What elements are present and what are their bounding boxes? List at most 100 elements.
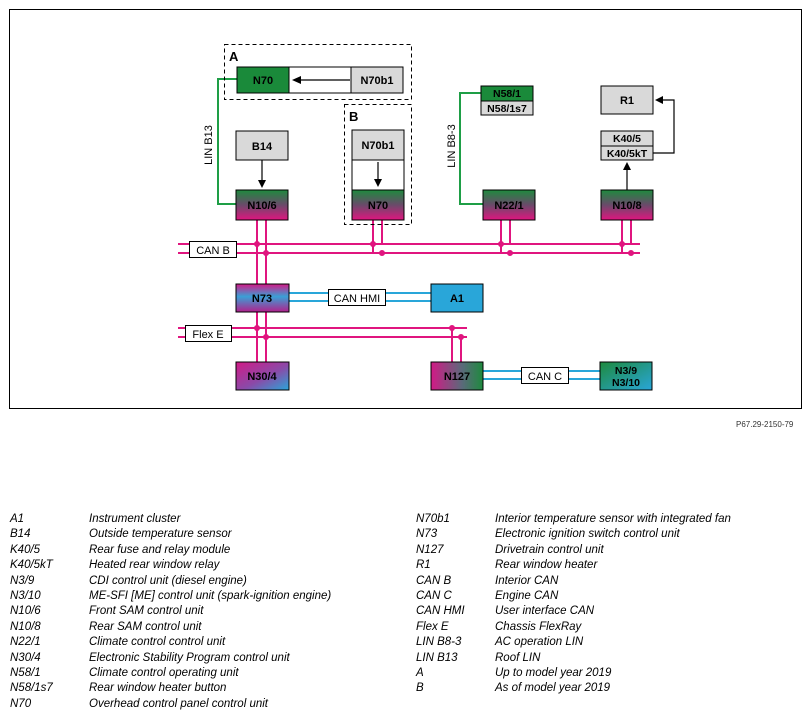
legend-row: N73 Electronic ignition switch control un… (416, 528, 731, 543)
n73-module (235, 283, 290, 313)
can-b-bus (178, 243, 640, 254)
k40-to-r1-arrowhead (655, 96, 663, 104)
legend-description: AC operation LIN (495, 636, 584, 649)
legend-code: K40/5kT (10, 559, 53, 572)
legend-row: CAN C Engine CAN (416, 590, 731, 605)
n73-label: N73 (252, 293, 272, 305)
n70-a-label: N70 (253, 75, 273, 87)
legend-right: N70b1 Interior temperature sensor with in… (416, 513, 731, 698)
n70b1-a-module (350, 66, 404, 94)
legend-description: Drivetrain control unit (495, 543, 604, 556)
n70-a-module (236, 66, 290, 94)
section-a-frame (224, 44, 412, 100)
legend-description: Rear SAM control unit (89, 620, 202, 633)
legend-code: N70b1 (416, 513, 450, 525)
legend-description: Engine CAN (495, 589, 559, 602)
legend-code: N73 (416, 528, 438, 541)
legend-description: Outside temperature sensor (89, 528, 232, 541)
legend-row: R1 Rear window heater (416, 559, 731, 574)
k40-5-label: K40/5 (613, 133, 641, 145)
legend-description: Instrument cluster (89, 513, 181, 525)
can-b-drops (256, 220, 632, 362)
legend-code: N10/8 (10, 620, 41, 633)
legend-code: N58/1 (10, 666, 41, 679)
legend-row: LIN B13 Roof LIN (416, 652, 731, 667)
legend-code: N22/1 (10, 636, 41, 649)
legend-description: Electronic ignition switch control unit (495, 528, 680, 541)
legend-row: A1 Instrument cluster (10, 513, 331, 528)
legend-description: Overhead control panel control unit (89, 697, 268, 710)
legend-code: Flex E (416, 620, 449, 633)
legend-code: N127 (416, 543, 444, 556)
legend-row: N10/6 Front SAM control unit (10, 605, 331, 620)
legend-description: Interior CAN (495, 574, 559, 587)
legend-code: CAN B (416, 574, 452, 587)
n10-8-to-k40-arrowhead (623, 162, 631, 170)
legend-row: K40/5kT Heated rear window relay (10, 559, 331, 574)
legend-code: N70 (10, 697, 32, 710)
legend-description: Chassis FlexRay (495, 620, 582, 633)
lin-b8-3-line (459, 92, 483, 205)
legend-description: Rear window heater (495, 559, 598, 572)
k40-to-r1-line (653, 99, 675, 154)
legend-row: CAN B Interior CAN (416, 575, 731, 590)
legend-code: R1 (416, 559, 431, 572)
legend-code: LIN B13 (416, 651, 458, 664)
n10-6-module (235, 189, 289, 221)
can-c-label: CAN C (528, 371, 562, 383)
legend-code: K40/5 (10, 543, 41, 556)
legend-row: N70b1 Interior temperature sensor with in… (416, 513, 731, 528)
can-hmi-label-box (328, 289, 386, 306)
k40-5kt-label: K40/5kT (607, 148, 648, 160)
section-b-frame (344, 104, 412, 225)
n3-9-label: N3/9 (615, 365, 637, 377)
can-b-label: CAN B (196, 245, 230, 257)
b14-arrowhead (258, 180, 266, 188)
legend-description: Climate control control unit (89, 636, 226, 649)
lin-b13-label: LIN B13 (203, 125, 215, 165)
n22-1-module (482, 189, 536, 221)
n70b1-to-n70-arrowhead (292, 76, 301, 84)
legend-row: N22/1 Climate control control unit (10, 636, 331, 651)
legend-description: ME-SFI [ME] control unit (spark-ignition… (89, 589, 332, 602)
legend-code: N10/6 (10, 605, 41, 618)
legend-code: B (416, 682, 424, 695)
legend-description: Roof LIN (495, 651, 541, 664)
legend-description: Rear window heater button (89, 682, 227, 695)
legend-code: B14 (10, 528, 31, 541)
legend-code: LIN B8-3 (416, 636, 462, 649)
legend-code: A1 (10, 513, 25, 525)
legend-row: N30/4 Electronic Stability Program contro… (10, 652, 331, 667)
n10-8-label: N10/8 (612, 200, 641, 212)
n70-b-module (351, 189, 405, 221)
can-hmi-label: CAN HMI (334, 293, 380, 305)
legend-description: Heated rear window relay (89, 559, 220, 572)
n70b1-b-arrowhead (374, 179, 382, 187)
legend-description: Interior temperature sensor with integra… (495, 513, 731, 525)
section-b-label: B (349, 109, 358, 124)
r1-label: R1 (620, 95, 634, 107)
n22-1-label: N22/1 (494, 200, 523, 212)
n3-10-label: N3/10 (612, 377, 640, 389)
legend-code: A (416, 666, 424, 679)
legend-description: Electronic Stability Program control uni… (89, 651, 290, 664)
legend-code: N30/4 (10, 651, 41, 664)
legend-row: B14 Outside temperature sensor (10, 528, 331, 543)
legend-code: CAN C (416, 589, 452, 602)
legend-row: N10/8 Rear SAM control unit (10, 621, 331, 636)
legend-row: Flex E Chassis FlexRay (416, 621, 731, 636)
n30-4-label: N30/4 (247, 371, 277, 383)
legend-code: CAN HMI (416, 605, 465, 618)
n70b1-a-label: N70b1 (360, 75, 393, 87)
bus-junctions (254, 241, 634, 340)
b14-label: B14 (252, 141, 273, 153)
n30-4-module (235, 361, 290, 391)
section-a-label: A (229, 49, 239, 64)
n58-1s7-module (480, 100, 534, 116)
legend-description: Front SAM control unit (89, 605, 204, 618)
